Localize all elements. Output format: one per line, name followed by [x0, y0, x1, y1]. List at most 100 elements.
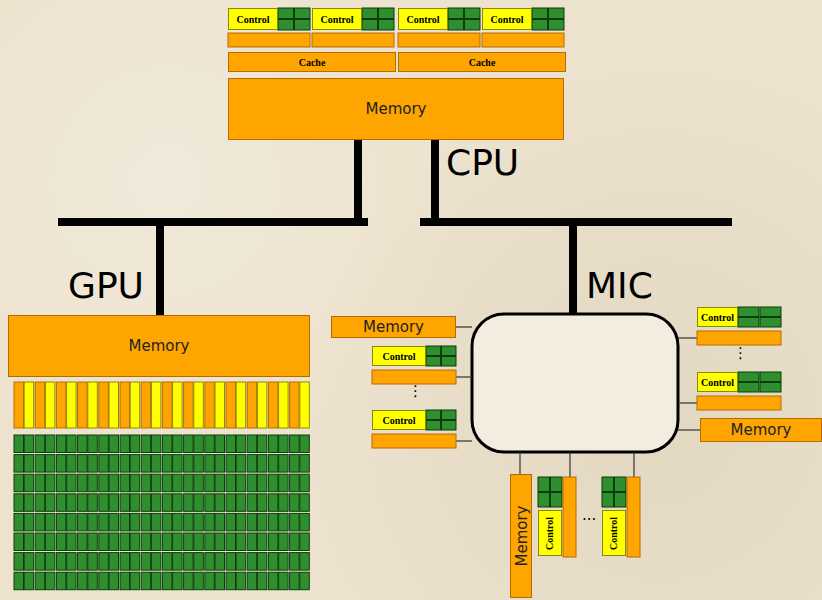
box-text: Memory	[512, 505, 530, 566]
gpu-alu	[14, 455, 24, 473]
gpu-alu	[67, 553, 77, 571]
gpu-alu	[109, 435, 119, 453]
gpu-alu	[24, 494, 34, 512]
memory-block: Memory	[700, 418, 822, 442]
gpu-control	[215, 382, 225, 428]
gpu-alu	[300, 435, 310, 453]
gpu-control	[24, 382, 34, 428]
gpu-alu	[184, 455, 194, 473]
gpu-alu	[257, 572, 267, 590]
core-cache	[563, 477, 576, 557]
gpu-alu	[67, 435, 77, 453]
gpu-alu	[290, 513, 300, 531]
gpu-alu	[215, 494, 225, 512]
ellipsis: ⋮	[733, 346, 748, 361]
alu-cell	[295, 8, 311, 19]
gpu-alu	[300, 494, 310, 512]
gpu-alu	[109, 513, 119, 531]
gpu-alu	[99, 474, 109, 492]
gpu-alu	[56, 553, 66, 571]
alu-cell	[442, 421, 457, 431]
gpu-alu	[99, 572, 109, 590]
alu-cell	[465, 20, 481, 31]
gpu-alu	[67, 513, 77, 531]
gpu-alu	[88, 474, 98, 492]
gpu-alu	[205, 533, 215, 551]
alu-cell	[295, 20, 311, 31]
gpu-alu	[130, 494, 140, 512]
gpu-alu	[141, 474, 151, 492]
control-unit: Control	[538, 510, 562, 556]
alu-cell	[362, 8, 378, 19]
control-unit: Control	[697, 307, 738, 327]
box-text: Memory	[730, 421, 791, 439]
gpu-alu	[290, 474, 300, 492]
gpu-alu	[45, 455, 55, 473]
gpu-alu	[279, 533, 289, 551]
gpu-alu	[279, 435, 289, 453]
gpu-alu	[184, 572, 194, 590]
gpu-alu	[268, 494, 278, 512]
gpu-alu	[56, 513, 66, 531]
box-text: Control	[545, 516, 556, 549]
gpu-alu	[99, 494, 109, 512]
gpu-alu	[173, 435, 183, 453]
gpu-alu	[247, 494, 257, 512]
alu-cell	[426, 410, 441, 420]
gpu-alu	[205, 455, 215, 473]
gpu-alu	[215, 533, 225, 551]
alu-cell	[426, 357, 441, 367]
alu-cell	[362, 20, 378, 31]
gpu-alu	[290, 572, 300, 590]
box-text: Cache	[299, 57, 326, 68]
memory-block: Memory	[228, 78, 564, 140]
gpu-alu	[184, 474, 194, 492]
gpu-alu	[215, 553, 225, 571]
gpu-alu	[120, 474, 130, 492]
gpu-alu	[173, 572, 183, 590]
gpu-cache	[205, 382, 215, 428]
gpu-alu	[268, 572, 278, 590]
alu-cell	[532, 20, 548, 31]
gpu-alu	[14, 513, 24, 531]
gpu-alu	[56, 494, 66, 512]
gpu-alu	[247, 513, 257, 531]
gpu-alu	[236, 513, 246, 531]
gpu-alu	[99, 513, 109, 531]
gpu-alu	[45, 435, 55, 453]
gpu-alu	[151, 572, 161, 590]
cache-block: Cache	[398, 52, 566, 72]
memory-block: Memory	[331, 316, 456, 338]
device-label: MIC	[586, 268, 653, 304]
gpu-alu	[247, 455, 257, 473]
control-unit: Control	[372, 346, 426, 366]
gpu-control	[173, 382, 183, 428]
gpu-alu	[173, 513, 183, 531]
gpu-alu	[35, 435, 45, 453]
gpu-alu	[279, 494, 289, 512]
gpu-alu	[88, 553, 98, 571]
gpu-alu	[24, 513, 34, 531]
gpu-control	[45, 382, 55, 428]
gpu-alu	[247, 572, 257, 590]
gpu-alu	[14, 533, 24, 551]
gpu-cache	[268, 382, 278, 428]
gpu-alu	[120, 455, 130, 473]
gpu-alu	[300, 513, 310, 531]
gpu-alu	[14, 553, 24, 571]
gpu-alu	[268, 455, 278, 473]
gpu-alu	[184, 513, 194, 531]
alu-cell	[448, 8, 464, 19]
alu-cell	[738, 318, 759, 328]
gpu-alu	[130, 455, 140, 473]
alu-cell	[760, 383, 781, 393]
gpu-alu	[88, 513, 98, 531]
gpu-alu	[290, 435, 300, 453]
gpu-alu	[194, 513, 204, 531]
gpu-alu	[162, 455, 172, 473]
gpu-alu	[78, 513, 88, 531]
alu-cell	[426, 421, 441, 431]
gpu-alu	[67, 494, 77, 512]
alu-cell	[738, 383, 759, 393]
gpu-alu	[236, 533, 246, 551]
